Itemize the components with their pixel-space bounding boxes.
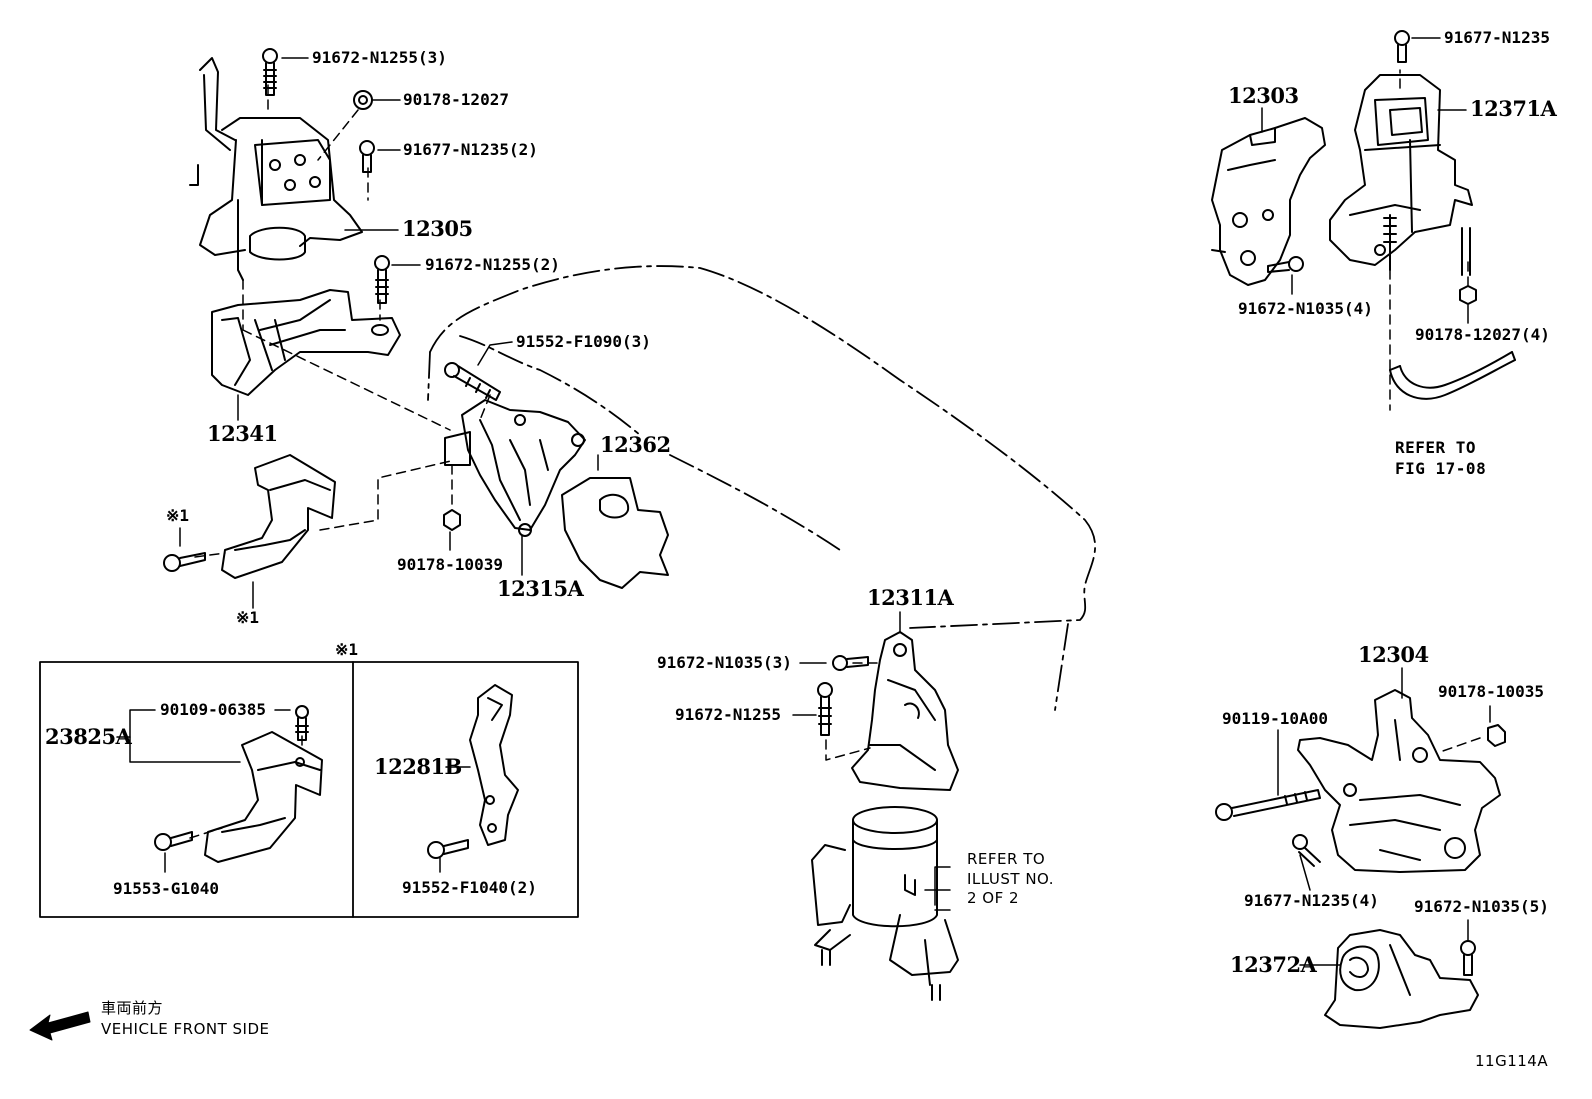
leader-line <box>477 341 513 366</box>
refer-note-illust: REFER TO ILLUST NO. 2 OF 2 <box>967 850 1054 909</box>
bolt-icon <box>154 831 193 851</box>
part-label-91672-N1255: 91672-N1255 <box>675 705 781 724</box>
engine-outline-tail <box>1054 623 1069 711</box>
bracket-12341 <box>211 289 401 396</box>
bolt-icon <box>1292 834 1321 867</box>
bolt-icon <box>163 552 206 572</box>
bolt-icon <box>817 682 833 736</box>
engine-mount-12305 <box>189 57 363 281</box>
part-label-12281B: 12281B <box>374 754 462 779</box>
part-label-90178-10039: 90178-10039 <box>397 555 503 574</box>
cover-12362 <box>561 477 669 589</box>
refer-note-line: REFER TO <box>967 850 1046 868</box>
inset-reference-mark: ※1 <box>335 640 359 659</box>
part-label-12371A: 12371A <box>1470 96 1557 121</box>
part-label-91677-N1235-4: 91677-N1235(4) <box>1244 891 1379 910</box>
assembly-line <box>189 827 223 839</box>
bracket-12315A <box>444 399 586 537</box>
bolt-icon <box>1267 256 1304 273</box>
nut-icon <box>353 90 373 110</box>
part-label-91552-F1040-2: 91552-F1040(2) <box>402 878 537 897</box>
engine-outline-lower <box>669 454 841 551</box>
part-label-23825A: 23825A <box>45 724 132 749</box>
nut-icon <box>1459 285 1477 305</box>
figure-id: 11G114A <box>1475 1052 1549 1070</box>
part-label-12303: 12303 <box>1228 83 1299 108</box>
bolt-icon <box>1460 940 1476 976</box>
engine-outline-inner <box>459 335 641 436</box>
vehicle-front-legend-en: VEHICLE FRONT SIDE <box>101 1020 270 1038</box>
reference-mark: ※1 <box>236 608 260 627</box>
part-label-12315A: 12315A <box>497 576 584 601</box>
refer-note-line: REFER TO <box>1395 438 1477 457</box>
engine-outline-left <box>427 351 431 401</box>
part-label-91672-N1255-2: 91672-N1255(2) <box>425 255 560 274</box>
bolt-icon <box>427 839 469 859</box>
assembly-line <box>194 552 226 558</box>
refer-note-line: ILLUST NO. <box>967 869 1055 888</box>
part-label-90109-06385: 90109-06385 <box>160 700 266 719</box>
assembly-line <box>1439 737 1481 753</box>
inset-frame <box>39 661 579 918</box>
hose <box>1389 351 1516 400</box>
guard-bracket <box>221 454 336 579</box>
bracket-12311A <box>851 631 959 791</box>
part-label-12372A: 12372A <box>1230 952 1317 977</box>
bracket-12281B <box>469 684 519 846</box>
engine-mount-12371A <box>1329 74 1473 276</box>
part-label-12311A: 12311A <box>867 585 954 610</box>
bolt-icon <box>1215 789 1321 821</box>
nut-icon <box>1487 724 1506 747</box>
part-label-90119-10A00: 90119-10A00 <box>1222 709 1328 728</box>
bracket-12304 <box>1297 689 1501 873</box>
part-label-91553-G1040: 91553-G1040 <box>113 879 219 898</box>
part-label-12362: 12362 <box>600 432 671 457</box>
assembly-line <box>317 109 359 161</box>
part-label-90178-12027: 90178-12027 <box>403 90 509 109</box>
leader-line <box>129 709 156 738</box>
bolt-icon <box>295 705 309 741</box>
bracket-12303 <box>1211 117 1326 286</box>
part-label-91677-N1235: 91677-N1235 <box>1444 28 1550 47</box>
guard-bracket-23825A <box>204 731 323 863</box>
part-label-91672-N1035-4: 91672-N1035(4) <box>1238 299 1373 318</box>
bolt-icon <box>262 48 278 96</box>
part-label-12305: 12305 <box>402 216 473 241</box>
refer-note-line: 2 OF 2 <box>967 889 1020 907</box>
part-label-90178-10035: 90178-10035 <box>1438 682 1544 701</box>
part-label-91672-N1035-3: 91672-N1035(3) <box>657 653 792 672</box>
bolt-icon <box>832 655 869 671</box>
vehicle-front-legend-jp: 車両前方 <box>101 999 164 1017</box>
assembly-line <box>242 329 451 431</box>
mount-insulator <box>811 806 959 1001</box>
part-label-91677-N1235-2: 91677-N1235(2) <box>403 140 538 159</box>
part-label-91672-N1035-5: 91672-N1035(5) <box>1414 897 1549 916</box>
part-label-91672-N1255-3: 91672-N1255(3) <box>312 48 447 67</box>
bolt-icon <box>444 362 501 401</box>
refer-note-line: FIG 17-08 <box>1395 458 1487 478</box>
assembly-line <box>825 739 871 761</box>
nut-icon <box>443 509 461 531</box>
refer-note-fig: REFER TO FIG 17-08 <box>1395 438 1486 480</box>
engine-outline <box>429 265 1096 629</box>
bolt-icon <box>374 255 390 304</box>
vehicle-front-arrow-icon <box>29 1011 91 1041</box>
part-label-12341: 12341 <box>207 421 278 446</box>
bolt-icon <box>1394 30 1410 63</box>
leader-line <box>934 866 951 906</box>
part-label-90178-12027-4: 90178-12027(4) <box>1415 325 1550 344</box>
part-label-12304: 12304 <box>1358 642 1429 667</box>
leader-line <box>116 736 241 763</box>
assembly-line <box>479 394 491 421</box>
assembly-line <box>319 459 456 531</box>
reference-mark: ※1 <box>166 506 190 525</box>
bolt-icon <box>359 140 375 173</box>
part-label-91552-F1090-3: 91552-F1090(3) <box>516 332 651 351</box>
leader-line <box>1299 854 1311 891</box>
insulator-12372A <box>1324 929 1479 1029</box>
